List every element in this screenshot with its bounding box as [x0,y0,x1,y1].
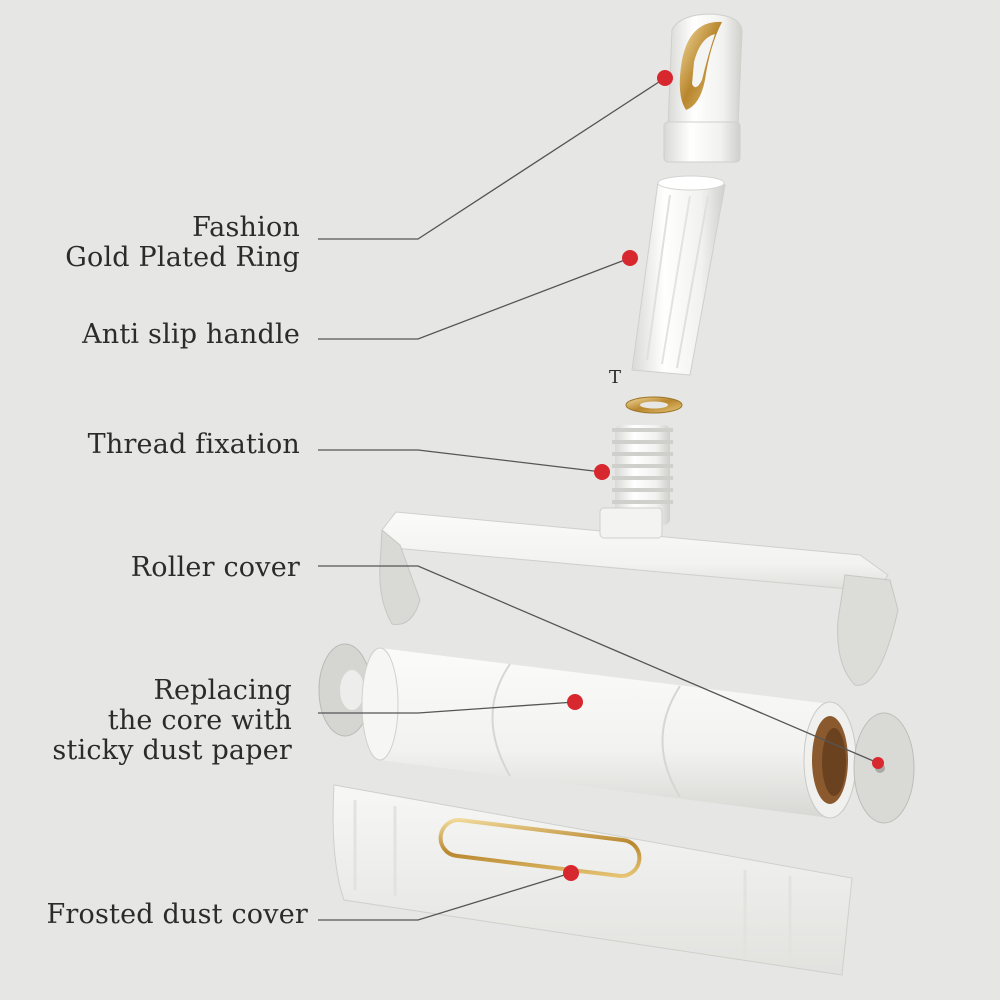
label-anti-slip-handle: Anti slip handle [82,319,300,350]
label-roller-cover: Roller cover [130,552,300,583]
label-frosted-dust-cover: Frosted dust cover [46,899,308,930]
label-gold-ring-line1: Fashion [192,212,300,243]
roller-cover-frame [379,507,899,686]
thread-marker [594,464,610,480]
threaded-rod [612,425,673,525]
label-replacing-core: Replacing the core with sticky dust pape… [52,676,292,766]
leader-lines [318,77,879,921]
anti-slip-handle [631,175,726,376]
dust-cover-marker [563,865,579,881]
sticky-paper-roll [361,647,857,819]
roller-cover-marker [872,757,884,769]
markers [563,70,884,881]
label-gold-ring-line2: Gold Plated Ring [65,242,300,273]
label-core-line3: sticky dust paper [52,735,292,766]
handle-marker [622,250,638,266]
label-gold-ring: Fashion Gold Plated Ring [65,213,300,273]
frosted-dust-cover [332,784,853,976]
label-thread-fixation: Thread fixation [87,429,300,460]
label-core-line2: the core with [107,705,292,736]
handle-cap [663,13,743,163]
ring-marker [657,70,673,86]
label-core-line1: Replacing [153,675,292,706]
gold-window-trim [438,818,642,878]
label-t-mark: T [609,367,622,388]
core-marker [567,694,583,710]
